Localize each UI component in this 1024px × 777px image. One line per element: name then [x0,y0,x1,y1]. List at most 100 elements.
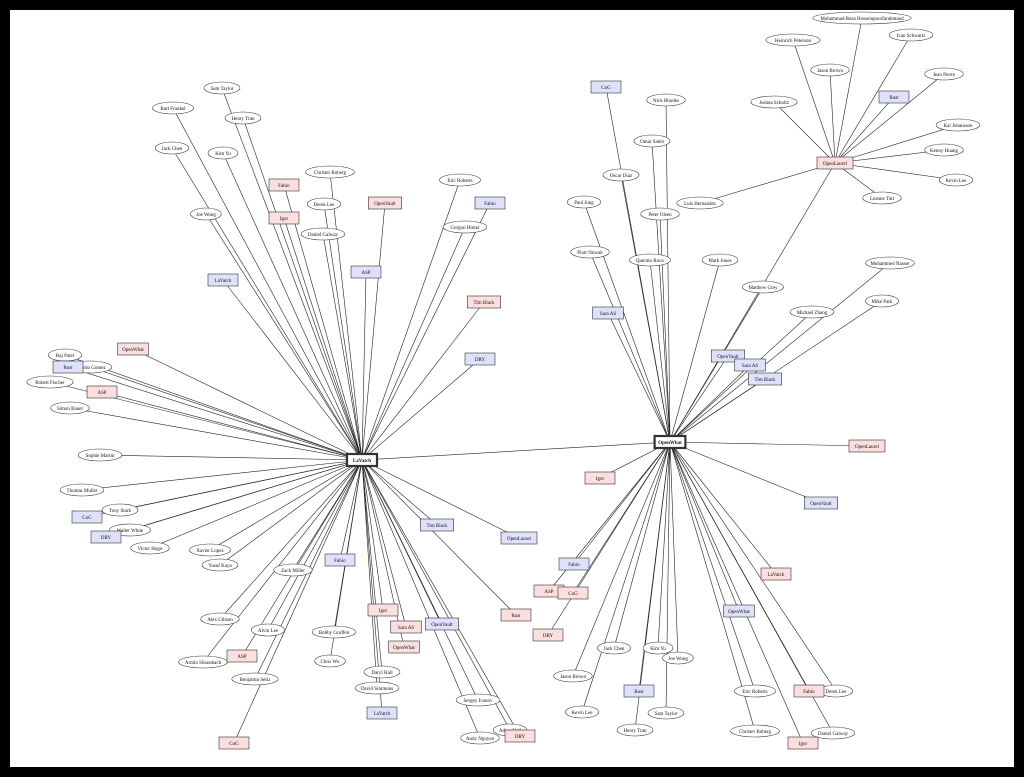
sam-taylor-node[interactable]: Sam Taylor [203,81,241,95]
oscar-diaz-node[interactable]: Oscar Diaz [602,168,640,182]
piotr-nowak-node[interactable]: Piotr Nowak [570,245,610,259]
fabio-project-node[interactable]: Fabio [793,684,825,698]
alireza-mirzaeipourfarahmand-node[interactable]: Mohammad Reza Hosseinpourfarahmand [812,11,912,25]
cog-project-node[interactable]: CoG [557,586,589,600]
fabio-project-node[interactable]: Fabio [474,196,506,210]
igor-project-node[interactable]: Igor [268,211,300,225]
raj-patel-node[interactable]: Raj Patel [47,348,83,362]
thomas-muller-node[interactable]: Thomas Muller [59,483,105,497]
joe-wong-node[interactable]: Joe Wong [190,207,222,221]
sara-ali-project-node[interactable]: Sara Ali [734,358,766,372]
matthew-grey-node[interactable]: Matthew Grey [742,280,784,294]
alex-gibson-node[interactable]: Alex Gibson [200,612,240,626]
kevin-lee-node[interactable]: Kevin Lee [564,705,599,719]
rust-project-node[interactable]: Rust [623,684,655,698]
mohammed-nasser-node[interactable]: Mohammed Nasser [865,256,915,270]
sara-ali-project-node[interactable]: Sara Ali [592,306,624,320]
jean-pierre-node[interactable]: Jean Pierre [924,67,964,81]
kenny-huang-node[interactable]: Kenny Huang [924,143,964,157]
joe-wong-node[interactable]: Joe Wong [662,651,694,665]
derek-lee-node[interactable]: Derek Lee [306,197,341,211]
cog-project-node[interactable]: CoG [218,736,250,750]
kevin-lee-node[interactable]: Kevin Lee [938,173,973,187]
christer-boberg-node[interactable]: Christer Boberg [730,724,780,738]
a-nguyen-node[interactable]: Andy Nguyen [460,731,500,745]
henry-tran-node[interactable]: Henry Tran [224,111,262,125]
tim-black-project-node[interactable]: Tim Black [747,372,782,386]
daniel-galway-node[interactable]: Daniel Galway [810,726,856,740]
dry-project-node[interactable]: DRY [532,628,564,642]
zack-miller-node[interactable]: Zack Miller [273,563,313,577]
henry-tran-node[interactable]: Henry Tran [616,723,654,737]
daniel-galway-node[interactable]: Daniel Galway [300,227,346,241]
openwhat-project-node[interactable]: OpenWhat [388,640,420,654]
bart-frankel-node[interactable]: Bart Frankel [152,101,194,115]
tim-black-project-node[interactable]: Tim Black [419,518,454,532]
igor-project-node[interactable]: Igor [584,471,616,485]
jason-brown-node[interactable]: Jason Brown [810,63,850,77]
lavatch-project-node[interactable]: LaVatch [760,567,792,581]
openwhat-project-node[interactable]: OpenWhat [723,604,755,618]
openlaurel-project-node[interactable]: OpenLaurel [848,439,886,453]
fabio-project-node[interactable]: Fabio [268,178,300,192]
kai-johansson-node[interactable]: Kai Johansson [935,118,981,132]
armin-shonebach-node[interactable]: Armin Shonebach [178,655,228,669]
sophie-martin-node[interactable]: Sophie Martin [77,448,123,462]
david-simmons-node[interactable]: David Simmons [354,681,400,695]
jack-chen-node[interactable]: Jack Chen [596,641,631,655]
fabio-project-node[interactable]: Fabio [558,557,590,571]
sergey-ivanov-node[interactable]: Sergey Ivanov [455,693,501,707]
jason-brown-node[interactable]: Jason Brown [553,669,593,683]
mike-park-node[interactable]: Mike Park [864,294,899,308]
christer-boberg-node[interactable]: Christer Boberg [305,165,355,179]
fabio-project-node[interactable]: Fabio [324,553,356,567]
ivan-schwartz-node[interactable]: Ivan Schwartz [888,28,934,42]
asp-project-node[interactable]: ASP [86,385,118,399]
tim-black-project-node[interactable]: Tim Black [466,295,501,309]
mark-jones-node[interactable]: Mark Jones [701,253,739,267]
openlaurel-project-node[interactable]: OpenLaurel [500,531,538,545]
tony-stark-node[interactable]: Tony Stark [101,503,139,517]
alvin-lee-node[interactable]: Alvin Lee [251,623,286,637]
lavatch-project-node[interactable]: LaVatch [207,273,239,287]
lavatch-project-node[interactable]: LaVatch [345,452,379,468]
openwhat-project-node[interactable]: OpenWhat [653,434,687,450]
cog-project-node[interactable]: CoG [590,80,622,94]
rust-project-node[interactable]: Rust [500,608,532,622]
luis-hernandez-node[interactable]: Luis Hernandez [676,196,724,210]
asp-project-node[interactable]: ASP [226,649,258,663]
openvault-project-node[interactable]: OpenVault [367,196,402,210]
daryl-hall-node[interactable]: Daryl Hall [363,665,401,679]
joshua-schultz-node[interactable]: Joshua Schultz [750,95,798,109]
sara-ali-project-node[interactable]: Sara Ali [390,620,422,634]
derek-lee-node[interactable]: Derek Lee [818,684,853,698]
quentin-roux-node[interactable]: Quentin Roux [629,253,671,267]
kim-yu-node[interactable]: Kim Yu [207,146,239,160]
rust-project-node[interactable]: Rust [52,360,84,374]
gorgon-hinter-node[interactable]: Gorgon Hinter [442,220,488,234]
benjamin-setiz-node[interactable]: Benjamin Setiz [231,672,279,686]
omar-saleh-node[interactable]: Omar Saleh [633,134,671,148]
dry-project-node[interactable]: DRY [504,729,536,743]
leanne-tutt-node[interactable]: Leanne Tutt [862,191,902,205]
paul-jung-node[interactable]: Paul Jung [566,195,601,209]
lavatch-project-node[interactable]: LaVatch [366,706,398,720]
michael-zhang-node[interactable]: Michael Zhang [789,305,835,319]
igor-project-node[interactable]: Igor [787,736,819,750]
openvault-project-node[interactable]: OpenVault [803,496,838,510]
kim-yu-node[interactable]: Kim Yu [642,641,674,655]
dry-project-node[interactable]: DRY [464,352,496,366]
heinrich-peterson-node[interactable]: Heinrich Peterson [765,33,821,47]
openlaurel-project-node[interactable]: OpenLaurel [816,156,854,170]
cog-project-node[interactable]: CoG [71,510,103,524]
xavier-lopez-node[interactable]: Xavier Lopez [189,543,231,557]
peter-olsen-node[interactable]: Peter Olsen [640,207,680,221]
chris-wu-node[interactable]: Chris Wu [314,654,346,668]
rust-project-node[interactable]: Rust [878,90,910,104]
jack-chen-node[interactable]: Jack Chen [155,141,190,155]
nick-rhodes-node[interactable]: Nick Rhodes [646,93,686,107]
igor-project-node[interactable]: Igor [367,603,399,617]
eric-roberts-node[interactable]: Eric Roberts [439,173,481,187]
dry-project-node[interactable]: DRY [90,530,122,544]
yusuf-kaya-node[interactable]: Yusuf Kaya [201,558,239,572]
